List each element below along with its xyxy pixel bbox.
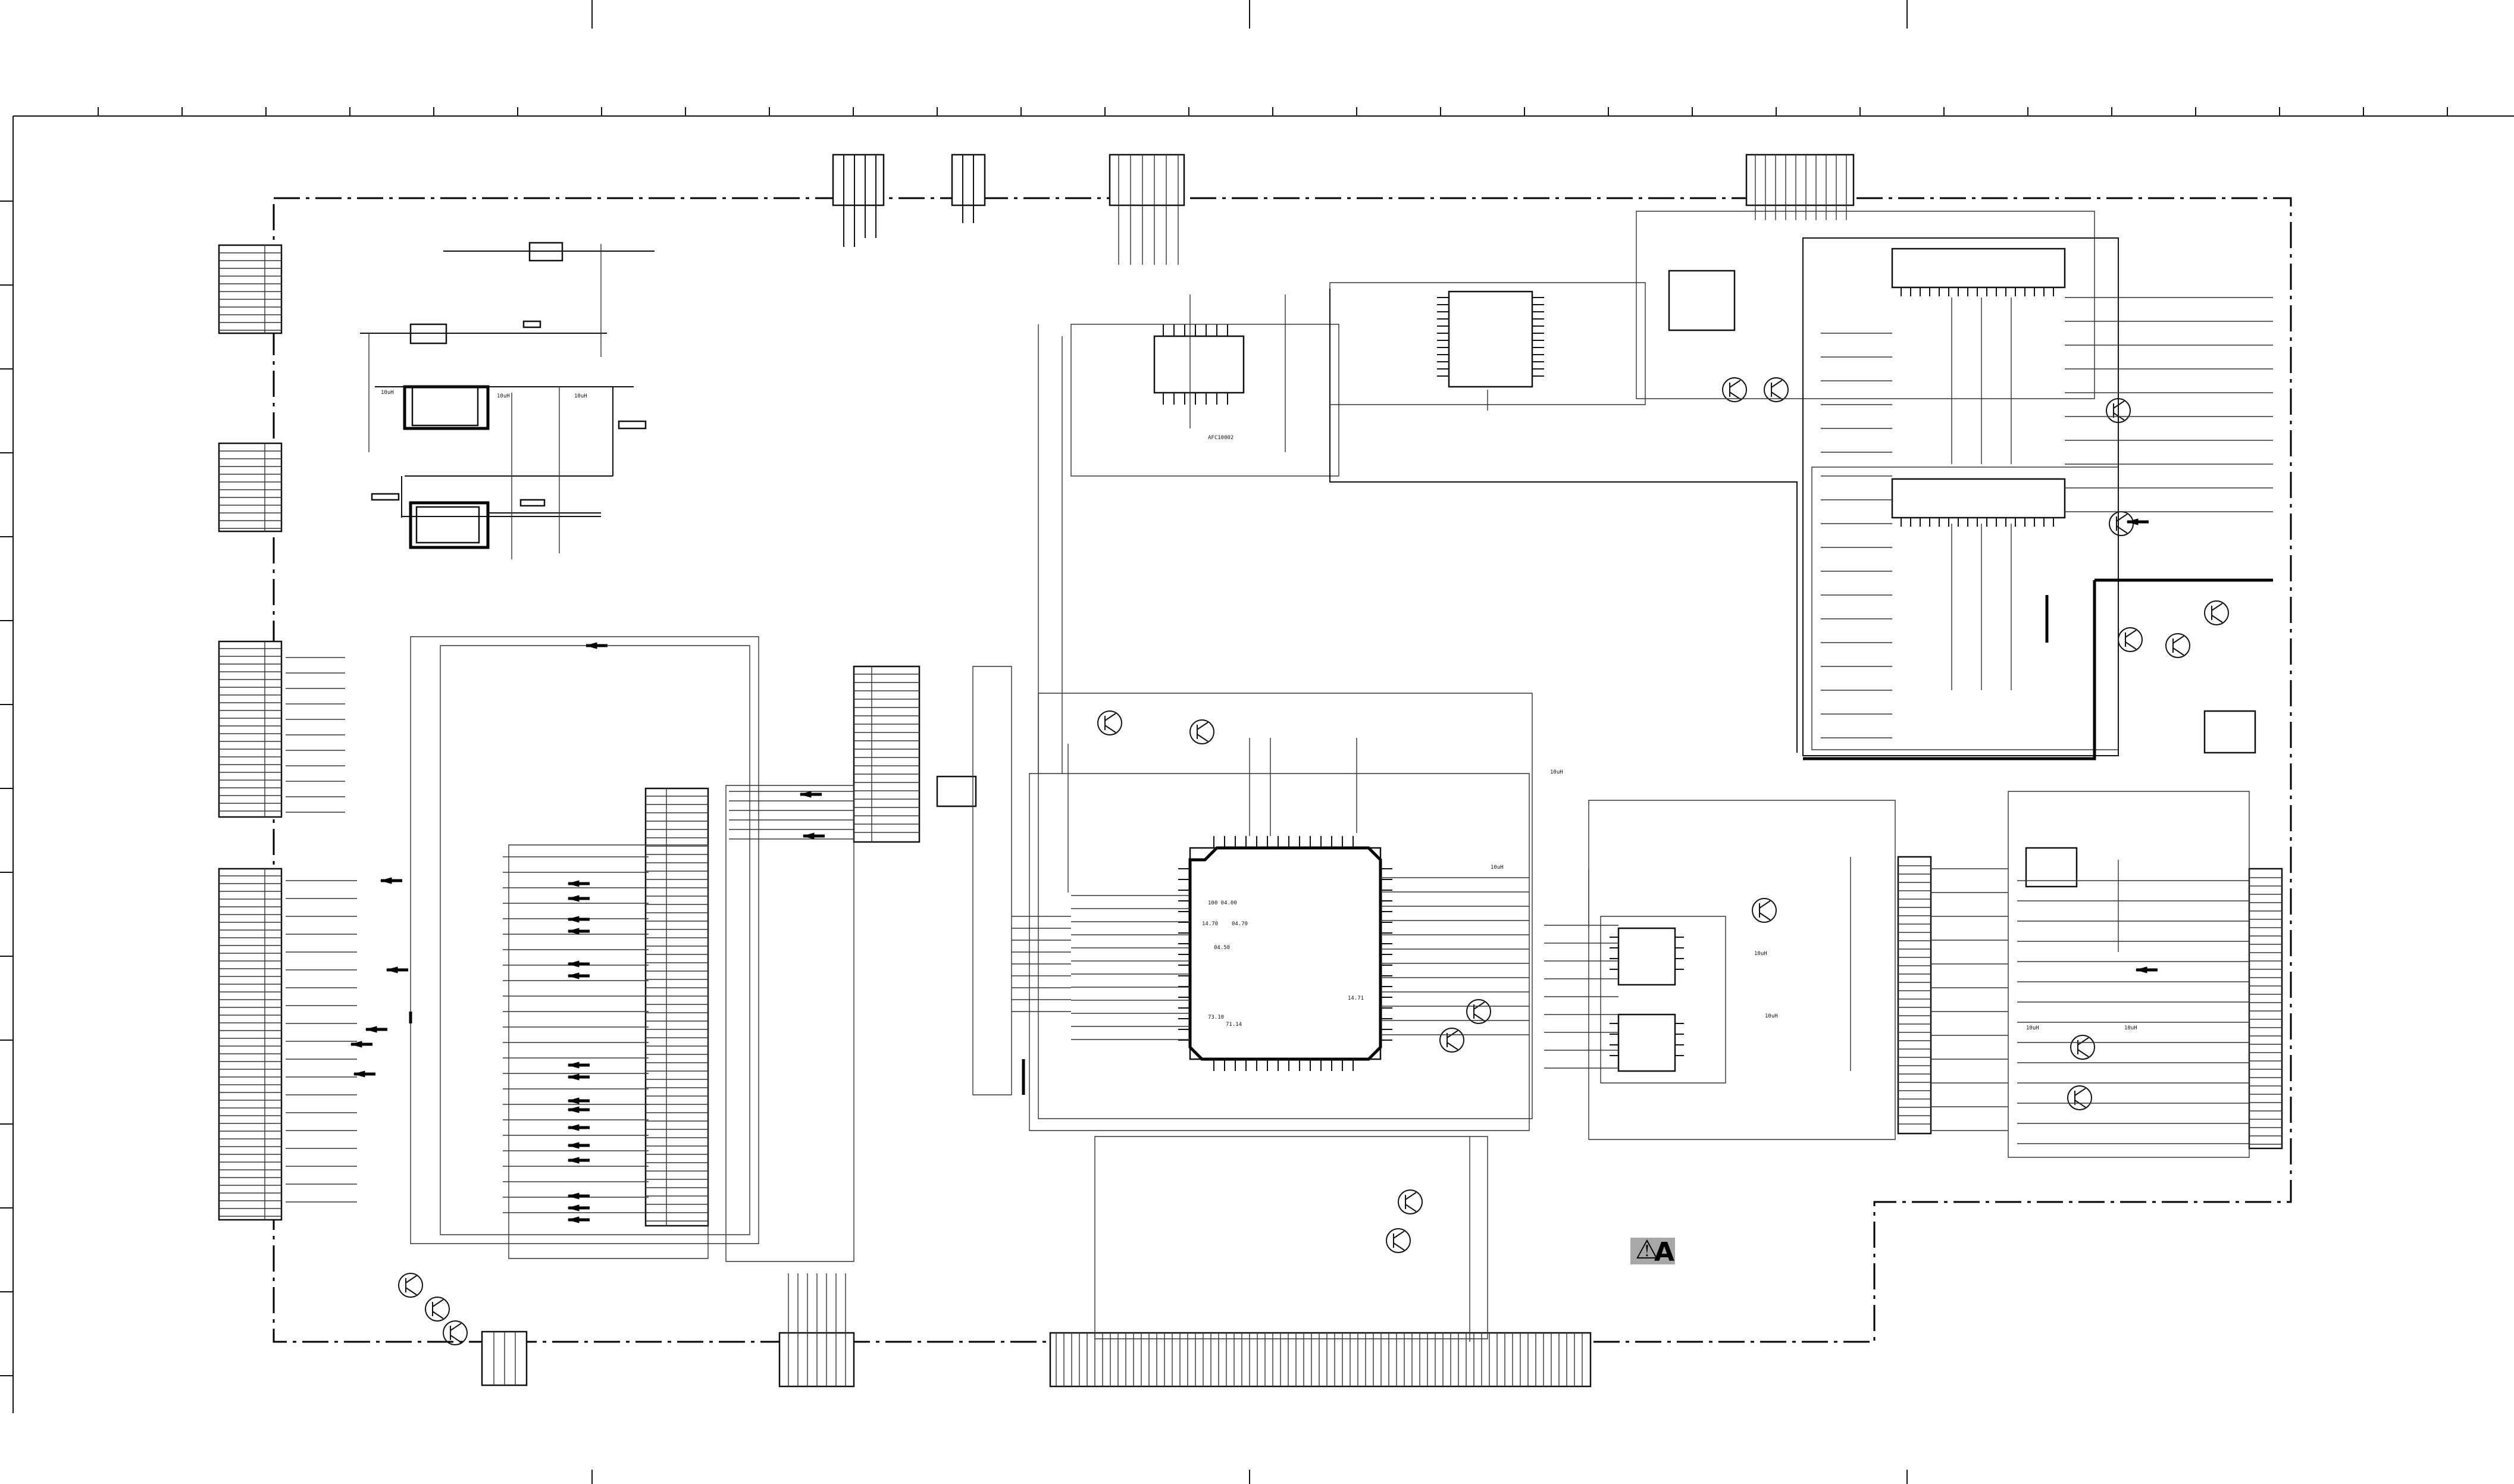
connector-top-1 xyxy=(832,154,885,247)
ic-regulator-right xyxy=(2203,710,2256,754)
board-outline xyxy=(273,197,2292,1343)
signal-arrows xyxy=(350,518,2158,1223)
ic-right-upper xyxy=(1891,248,2066,296)
regulator-block-1 xyxy=(375,385,647,477)
ic-upper-right-small xyxy=(1668,270,1736,331)
ic-main-label-5: 73.10 xyxy=(1208,1015,1224,1020)
connector-left-1 xyxy=(218,244,283,334)
ic-regulator-mid xyxy=(936,775,977,807)
connector-top-3 xyxy=(1109,154,1185,265)
regulator-2 xyxy=(360,320,607,345)
label-l4: 10uH xyxy=(1550,769,1563,775)
ic-main-label-1: 100 04.00 xyxy=(1208,900,1237,906)
ic-main-label-2: 14.70 xyxy=(1202,921,1218,927)
connector-bottom-2 xyxy=(778,1273,855,1388)
label-l7: 10uH xyxy=(1765,1013,1778,1019)
transistors xyxy=(398,377,2229,1345)
connector-left-4 xyxy=(218,868,283,1221)
ic-regulator-right-2 xyxy=(2025,847,2078,888)
connector-right-1 xyxy=(1897,856,1932,1135)
ic-main-label-4: 04.50 xyxy=(1214,945,1230,951)
warning-letter: A xyxy=(1654,1237,1674,1267)
ic-main-label-3: 04.70 xyxy=(1232,921,1248,927)
connector-top-2 xyxy=(951,154,986,223)
wiring xyxy=(286,211,2273,1342)
connector-center-left xyxy=(644,787,709,1227)
label-l3: 10uH xyxy=(574,393,587,399)
connector-right-2 xyxy=(2248,868,2283,1150)
connector-bottom-3 xyxy=(1049,1332,1592,1388)
ic-part-number: AFC10002 xyxy=(1208,435,1233,441)
component-labels: 10uH 10uH 10uH 10uH 10uH 10uH 10uH 10uH … xyxy=(381,390,2137,1031)
connector-left-3 xyxy=(218,640,283,818)
warning-triangle-icon: ⚠ xyxy=(1635,1235,1658,1265)
connector-top-4 xyxy=(1745,154,1855,220)
ic-upper-center xyxy=(1437,290,1544,388)
regulator-1 xyxy=(443,242,655,262)
warning-badge: ⚠ A xyxy=(1630,1235,1675,1267)
ic-small-2 xyxy=(1610,1013,1684,1072)
ic-afc10002: AFC10002 xyxy=(1153,324,1245,441)
connector-mid-right xyxy=(853,665,921,843)
label-l2: 10uH xyxy=(497,393,510,399)
label-l9: 10uH xyxy=(2124,1025,2137,1031)
ic-main-label-7: 14.71 xyxy=(1348,995,1364,1001)
label-l5: 10uH xyxy=(1491,865,1504,871)
ic-main-label-6: 71.14 xyxy=(1226,1022,1242,1028)
ic-main-qfp: 100 04.00 14.70 04.70 04.50 73.10 71.14 … xyxy=(1178,836,1392,1071)
label-l6: 10uH xyxy=(1754,951,1767,957)
regulator-block-2 xyxy=(371,476,601,549)
label-l8: 10uH xyxy=(2026,1025,2039,1031)
connector-bottom-1 xyxy=(481,1330,528,1386)
label-l1: 10uH xyxy=(381,390,394,396)
connector-left-2 xyxy=(218,442,283,533)
ic-right-lower xyxy=(1891,478,2066,527)
ic-small-1 xyxy=(1610,927,1684,986)
